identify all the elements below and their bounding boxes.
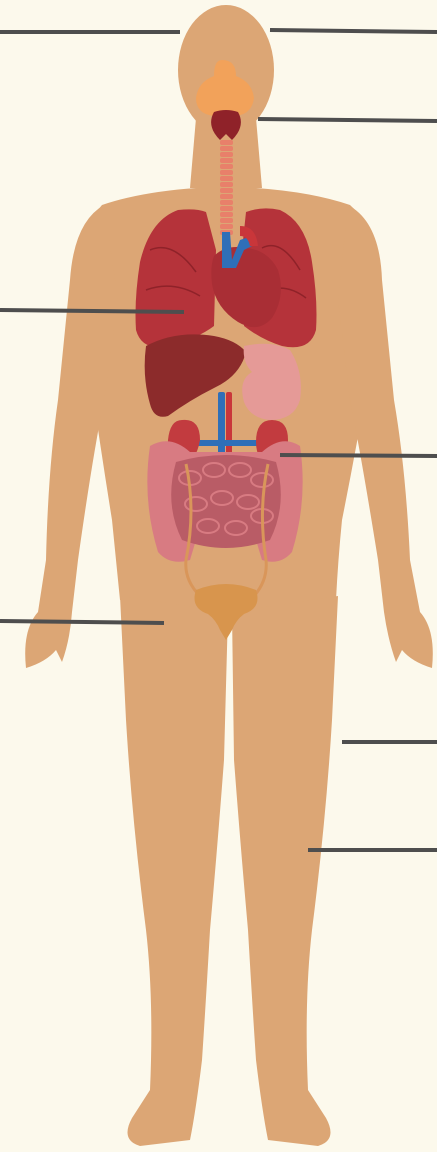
trachea-ring <box>220 218 233 223</box>
leader-line-throat <box>258 119 437 121</box>
trachea-ring <box>220 152 233 157</box>
trachea-ring <box>220 224 233 229</box>
trachea-ring <box>220 140 233 145</box>
leader-line-kidney <box>280 455 437 456</box>
stomach <box>242 344 301 420</box>
leader-line-head-right <box>270 30 437 32</box>
trachea-ring <box>220 176 233 181</box>
trachea-ring <box>220 158 233 163</box>
trachea-ring <box>220 206 233 211</box>
leader-line-lung <box>0 310 184 312</box>
trachea-ring <box>220 170 233 175</box>
trachea-ring <box>220 146 233 151</box>
trachea-ring <box>220 212 233 217</box>
trachea-ring <box>220 200 233 205</box>
trachea-ring <box>220 182 233 187</box>
renal-vessels <box>190 440 266 446</box>
trachea-ring <box>220 188 233 193</box>
leader-line-abdomen <box>0 621 164 623</box>
trachea-ring <box>220 164 233 169</box>
intestines <box>147 441 302 562</box>
trachea-ring <box>220 194 233 199</box>
